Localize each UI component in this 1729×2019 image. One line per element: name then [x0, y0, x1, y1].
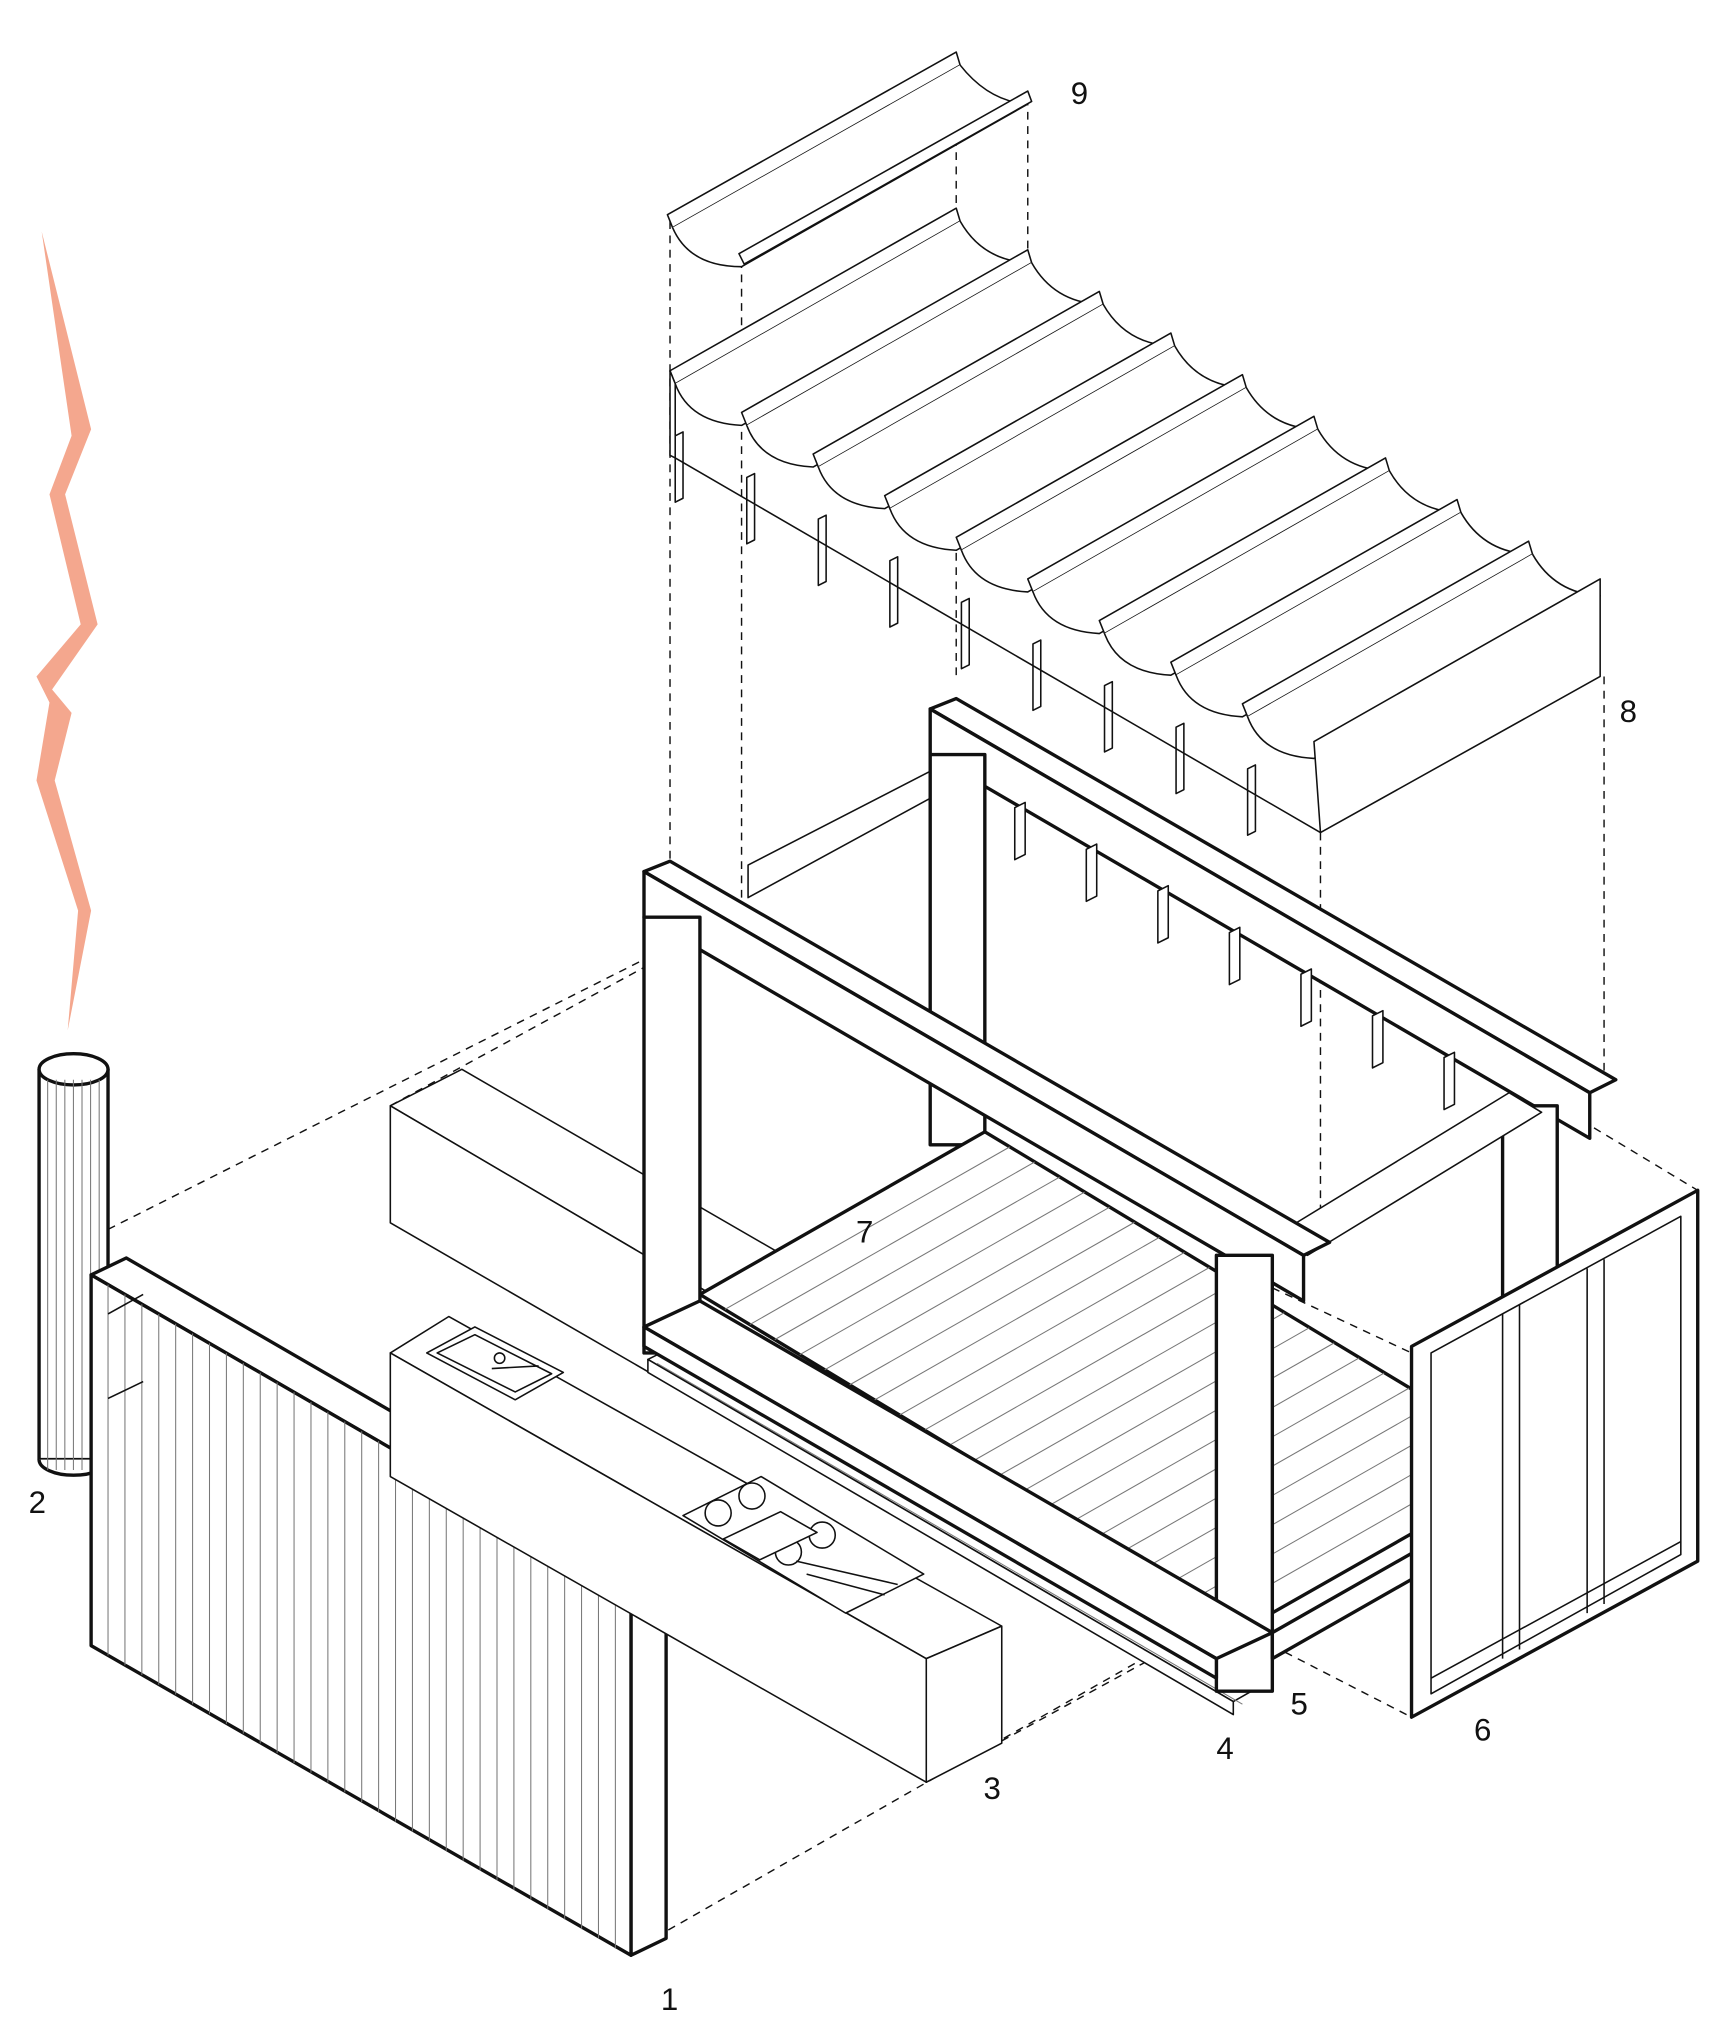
floor-plank-line [824, 1206, 1110, 1371]
floor-plank-line [924, 1267, 1210, 1431]
roof-rib [1246, 764, 1257, 836]
label-9: 9 [1071, 76, 1088, 111]
gutters-9 [666, 51, 1033, 268]
roof-rib [1032, 639, 1042, 712]
roof-rib [674, 431, 684, 503]
roof-rib [1103, 680, 1114, 753]
floor-plank-line [774, 1176, 1060, 1341]
roof-rib [889, 556, 899, 628]
label-2: 2 [29, 1485, 46, 1520]
cooktop [682, 1475, 925, 1614]
beam-hanger [1157, 884, 1170, 944]
side-wall-6 [1409, 1188, 1700, 1719]
label-8: 8 [1620, 694, 1637, 729]
roof-bottom-edge [674, 457, 1321, 834]
roof-rib [745, 472, 756, 545]
floor-plank-line [724, 1146, 1011, 1310]
roof-rib [960, 597, 971, 670]
floor-plank-line [849, 1221, 1135, 1386]
floor-plank-line [1049, 1342, 1335, 1506]
beam-hanger [1371, 1009, 1384, 1069]
label-7: 7 [856, 1214, 873, 1249]
beam-hanger [1443, 1051, 1456, 1111]
roof-8 [669, 207, 1601, 836]
floor-plank-line [749, 1161, 1035, 1326]
floor-plank-line [949, 1282, 1235, 1446]
flame-shape [36, 231, 98, 1031]
beam-hanger [1300, 968, 1313, 1028]
floor-plank-line [899, 1251, 1185, 1416]
roof-side-face [1313, 578, 1601, 834]
roof-rib [1175, 722, 1185, 795]
label-1: 1 [661, 1982, 678, 2017]
beam-hanger [1085, 843, 1098, 903]
roof-rib [817, 514, 827, 587]
beam-hanger [1228, 926, 1241, 986]
floor-plank-line [1148, 1402, 1435, 1567]
beam-hanger [1013, 801, 1026, 861]
floor-plank-line [874, 1236, 1160, 1401]
label-6: 6 [1474, 1713, 1491, 1748]
label-3: 3 [984, 1771, 1001, 1806]
floor-plank-line [799, 1191, 1085, 1356]
wall-panel-1 [89, 1256, 668, 1957]
floor-plank-line [974, 1297, 1260, 1461]
roof-end [669, 369, 676, 459]
label-5: 5 [1291, 1687, 1308, 1722]
sink-drain [493, 1352, 506, 1365]
label-4: 4 [1216, 1731, 1233, 1766]
